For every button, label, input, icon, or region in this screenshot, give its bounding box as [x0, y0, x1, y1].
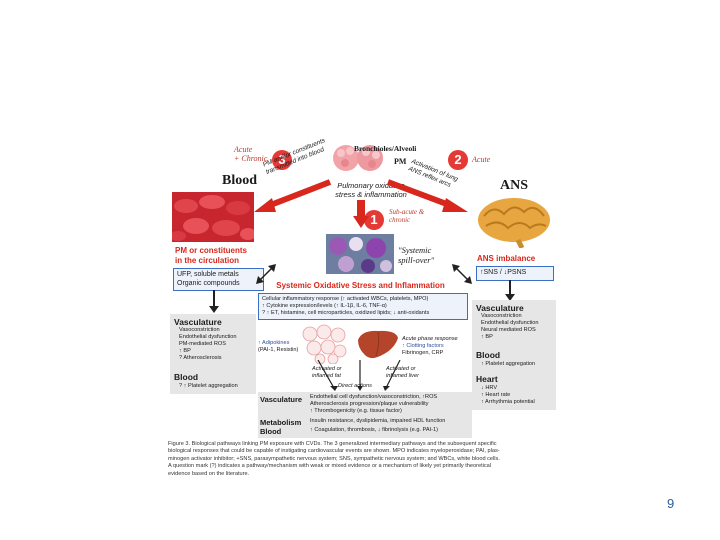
liver-image — [356, 328, 400, 362]
pathway-1-badge: 1 — [364, 210, 384, 230]
ans-title: ANS — [500, 178, 529, 193]
left-vasc-title: Vasculature — [174, 317, 222, 327]
arrows-to-outcomes — [317, 360, 401, 391]
double-arrow-right — [452, 264, 472, 284]
arrow-left-down — [209, 290, 219, 313]
outcome-vasc-text: Endothelial cell dysfunction/vasoconstri… — [310, 394, 438, 414]
subacute-1-label: Sub-acute & chronic — [389, 208, 425, 224]
outcome-blood-label: Blood — [260, 427, 282, 436]
ans-imbalance-title: ANS imbalance — [477, 254, 536, 263]
outcomes-panel: Vasculature Endothelial cell dysfunction… — [258, 392, 472, 438]
acute-phase-label: Acute phase response ↑ Clotting factors … — [402, 336, 458, 356]
figure-caption: Figure 3. Biological pathways linking PM… — [168, 441, 500, 477]
page-number: 9 — [667, 496, 675, 511]
left-effects-panel: Vasculature Vasoconstriction Endothelial… — [170, 314, 256, 394]
direct-actions-label: Direct actions — [338, 383, 372, 389]
lungs-image — [332, 143, 384, 173]
arrow-down-center — [353, 200, 369, 228]
left-vasc-list: Vasoconstriction Endothelial dysfunction… — [179, 327, 237, 361]
outcome-metabolism-label: Metabolism — [260, 418, 302, 427]
right-effects-panel: Vasculature Vasoconstriction Endothelial… — [472, 300, 556, 410]
pm-label: PM — [394, 157, 407, 166]
right-vasc-list: Vasoconstriction Endothelial dysfunction… — [481, 313, 539, 340]
sns-box: ↑SNS / ↓PSNS — [476, 266, 554, 281]
pathway-3-badge: 3 — [272, 150, 292, 170]
right-blood-title: Blood — [476, 350, 501, 360]
outcome-blood-text: ↑ Coagulation, thrombosis, ↓ fibrinolysi… — [310, 427, 438, 433]
ufp-box: UFP, soluble metals Organic compounds — [173, 268, 264, 291]
inflammatory-cells-image — [326, 234, 394, 274]
blood-cells-image — [170, 192, 256, 242]
right-vasc-title: Vasculature — [476, 303, 524, 313]
pulmonary-label: Pulmonary oxidative stress & inflammatio… — [335, 181, 407, 199]
left-blood-title: Blood — [174, 372, 199, 382]
pm-circulation-title: PM or constituents in the circulation — [175, 246, 248, 265]
right-heart-list: ↓ HRV ↑ Heart rate ↑ Arrhythmia potentia… — [481, 385, 535, 405]
arrow-to-ans — [386, 179, 468, 212]
arrow-to-blood — [254, 179, 332, 212]
left-blood-list: ? ↑ Platelet aggregation — [179, 383, 238, 389]
adipose-image — [300, 324, 348, 365]
cellular-response-box: Cellular inflammatory response (↑ activa… — [258, 293, 468, 320]
outcome-vasc-label: Vasculature — [260, 395, 303, 404]
right-blood-list: ↑ Platelet aggregation — [481, 361, 536, 367]
systemic-title: Systemic Oxidative Stress and Inflammati… — [276, 281, 445, 290]
outcome-metabolism-text: Insulin resistance, dyslipidemia, impair… — [310, 418, 446, 424]
acute-chronic-3-label: Acute + Chronic — [234, 145, 268, 163]
blood-title: Blood — [222, 173, 258, 188]
acute-2-label: Acute — [472, 155, 491, 164]
double-arrow-left — [256, 264, 276, 284]
adipokines-label: ↑ Adipokines (PAI-1, Resistin) — [258, 340, 299, 353]
right-heart-title: Heart — [476, 374, 498, 384]
inflamed-liver-label: Activated or inflamed liver — [386, 366, 419, 379]
pathway-2-badge: 2 — [448, 150, 468, 170]
bronchioles-label: Bronchioles/Alveoli — [354, 144, 417, 153]
arrow-right-down — [505, 280, 515, 301]
systemic-spillover-label: "Systemic spill-over" — [398, 245, 435, 265]
brain-image — [474, 196, 554, 250]
